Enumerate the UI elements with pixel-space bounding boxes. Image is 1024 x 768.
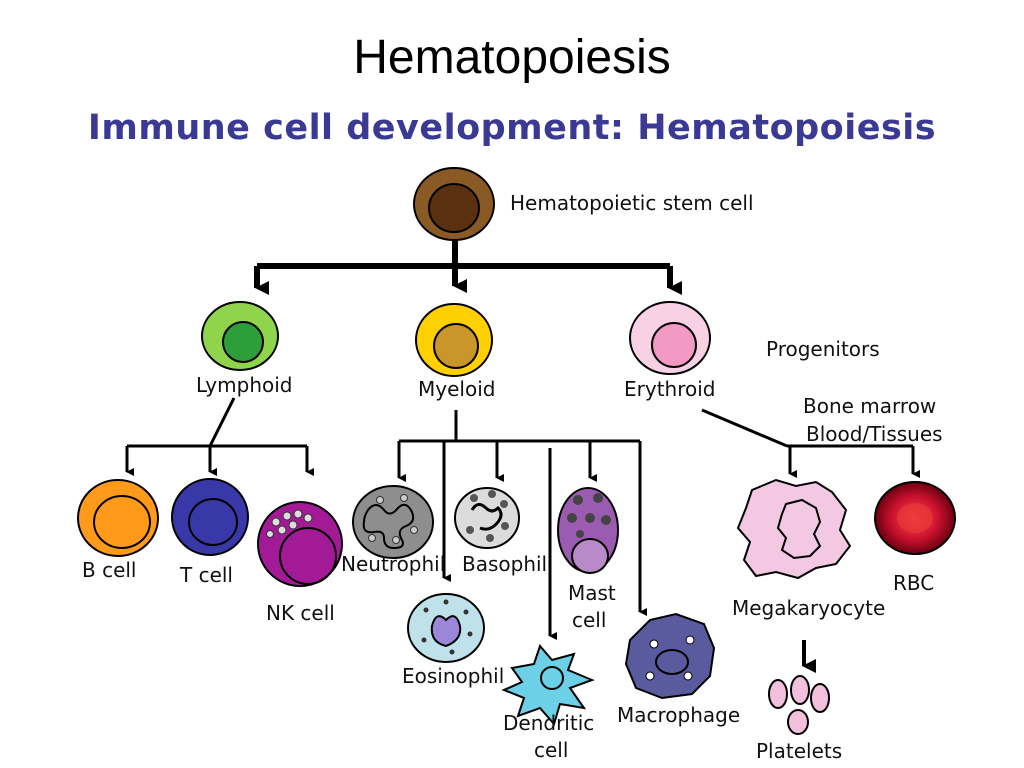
platelets-label: Platelets	[756, 739, 842, 763]
t-cell-label: T cell	[179, 563, 233, 587]
mast-cell-label-line2: cell	[572, 608, 606, 632]
mast-cell-label-line1: Mast	[568, 581, 616, 605]
progenitors-label: Progenitors	[766, 337, 880, 361]
mast-cell-icon	[557, 487, 619, 574]
nk-cell-label: NK cell	[266, 601, 335, 625]
lymphoid-label: Lymphoid	[196, 373, 292, 397]
megakaryocyte-icon	[736, 478, 852, 580]
myeloid-progenitor-icon	[415, 303, 493, 377]
macrophage-label: Macrophage	[617, 703, 740, 727]
eosinophil-label: Eosinophil	[402, 664, 504, 688]
neutrophil-label: Neutrophil	[341, 552, 445, 576]
eosinophil-icon	[407, 593, 485, 663]
slide-title: Hematopoiesis	[353, 31, 671, 84]
macrophage-icon	[624, 612, 716, 700]
b-cell-icon	[77, 479, 159, 557]
top-branch-lines	[254, 238, 682, 295]
stem-cell-label: Hematopoietic stem cell	[510, 191, 754, 215]
neutrophil-icon	[352, 485, 434, 559]
dendritic-cell-label-line2: cell	[534, 738, 568, 762]
myeloid-label: Myeloid	[418, 377, 495, 401]
blood-tissues-label: Blood/Tissues	[806, 422, 943, 446]
dendritic-cell-icon	[501, 644, 595, 727]
dendritic-cell-label-line1: Dendritic	[503, 711, 594, 735]
erythroid-label: Erythroid	[624, 377, 715, 401]
t-cell-icon	[171, 478, 249, 556]
platelets-icon	[768, 675, 830, 735]
lymphoid-progenitor-icon	[201, 301, 279, 371]
lymphoid-branch-lines	[125, 397, 314, 476]
basophil-label: Basophil	[462, 552, 547, 576]
basophil-icon	[454, 487, 520, 549]
rbc-label: RBC	[893, 571, 934, 595]
stem-cell-icon	[413, 167, 495, 241]
erythroid-progenitor-icon	[629, 301, 711, 375]
b-cell-label: B cell	[82, 558, 137, 582]
erythroid-branch-lines	[701, 408, 920, 673]
nk-cell-icon	[257, 501, 343, 587]
diagram-subtitle: Immune cell development: Hematopoiesis	[87, 108, 937, 148]
bone-marrow-label: Bone marrow	[803, 394, 936, 418]
megakaryocyte-label: Megakaryocyte	[732, 596, 885, 620]
myeloid-branch-lines	[397, 410, 647, 640]
rbc-icon	[874, 481, 956, 555]
